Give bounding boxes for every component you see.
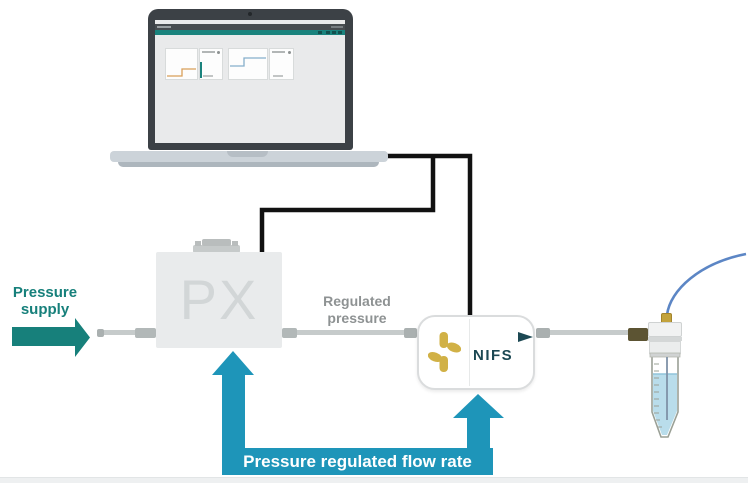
laptop-screen xyxy=(155,20,345,143)
pressure-controller-device: PX xyxy=(156,252,282,348)
toolbar-button xyxy=(338,31,342,34)
serial-port-screw xyxy=(195,241,201,246)
blue-capillary-tube xyxy=(665,252,747,316)
app-toolbar xyxy=(155,30,345,35)
app-content xyxy=(155,35,345,143)
regulated-tube xyxy=(295,330,407,335)
pressure-settings-panel xyxy=(199,48,223,80)
flow-meter-device: NIFS xyxy=(417,315,535,390)
serial-port-base xyxy=(193,245,240,253)
laptop-notch xyxy=(227,151,268,157)
vial-cap-band xyxy=(648,337,682,341)
arrow-right-icon xyxy=(12,318,90,357)
nifs-outlet-fitting xyxy=(536,328,550,338)
vial-cap xyxy=(648,322,682,337)
px-outlet-fitting xyxy=(282,328,297,338)
gear-icon xyxy=(288,51,291,54)
serial-port-screw xyxy=(232,241,238,246)
regulated-pressure-label: Regulated pressure xyxy=(323,293,391,326)
outlet-tube xyxy=(548,330,633,335)
gear-icon xyxy=(217,51,220,54)
toolbar-button xyxy=(318,31,322,34)
flow-step-plot xyxy=(230,57,266,67)
pressure-step-plot xyxy=(167,68,196,77)
u-shaped-double-arrow-up-icon xyxy=(212,351,504,475)
panel-header xyxy=(202,51,215,53)
pressure-chart-panel xyxy=(165,48,198,80)
flow-banner-label: Pressure regulated flow rate xyxy=(243,452,472,471)
window-buttons xyxy=(331,26,343,28)
webcam-icon xyxy=(248,12,252,16)
panel-header xyxy=(272,51,285,53)
px-inlet-fitting xyxy=(135,328,156,338)
page-footer-strip xyxy=(0,477,748,483)
panel-footer xyxy=(273,75,283,77)
falcon-tube xyxy=(649,352,681,438)
pinwheel-leaf-icon xyxy=(428,332,461,372)
vial-inlet-fitting xyxy=(628,328,648,341)
app-titlebar xyxy=(155,24,345,30)
supply-tube xyxy=(100,330,143,335)
app-title-text xyxy=(157,26,171,28)
pressure-controller-label: PX xyxy=(179,268,259,331)
serial-port-icon xyxy=(202,239,231,246)
cable-to-pressure-controller xyxy=(259,156,436,253)
flow-meter-label: NIFS xyxy=(473,347,514,364)
pressure-supply-label: Pressure supply xyxy=(12,284,78,319)
toolbar-button xyxy=(326,31,330,34)
laptop-lip xyxy=(118,162,379,167)
flow-chart-panel xyxy=(228,48,268,80)
scroll-accent xyxy=(200,62,202,78)
toolbar-button xyxy=(332,31,336,34)
cable-to-flow-meter xyxy=(386,153,473,318)
play-triangle-icon xyxy=(518,332,533,342)
panel-footer xyxy=(203,75,213,77)
nifs-inlet-fitting xyxy=(404,328,417,338)
tube-end-fitting xyxy=(97,329,104,337)
flow-settings-panel xyxy=(269,48,294,80)
device-divider xyxy=(469,319,470,386)
